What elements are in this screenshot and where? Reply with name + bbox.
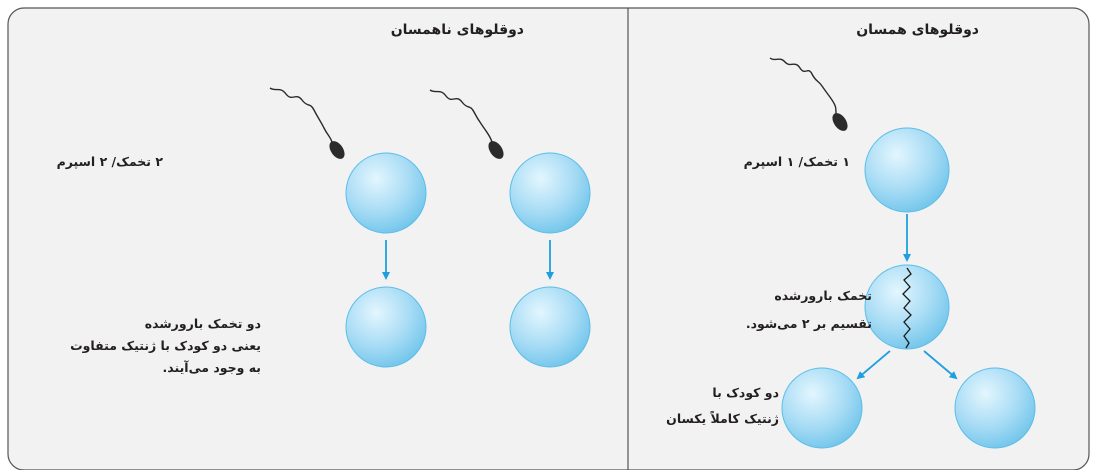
identical-twins-title: دوقلوهای همسان [856, 22, 979, 38]
diagram-panel [7, 7, 1090, 470]
fraternal-result-label-line2: یعنی دو کودک با ژنتیک متفاوت [70, 338, 261, 353]
identical-split-arrow-left [856, 350, 891, 380]
fraternal-egg-cell-right [509, 152, 591, 234]
fertilized-egg-label-line1: تخمک بارورشده [774, 288, 872, 303]
fraternal-egg-cell-left [345, 152, 427, 234]
identical-sperm [769, 57, 848, 131]
fraternal-result-label-line3: به وجود می‌آیند. [162, 360, 261, 375]
cell-split-line [902, 267, 912, 349]
fraternal-result-label-line1: دو تخمک بارورشده [144, 316, 261, 331]
identical-twin-cell-left [781, 367, 863, 449]
fraternal-result-label: دو تخمک بارورشده یعنی دو کودک با ژنتیک م… [70, 313, 261, 379]
fraternal-egg-sperm-label: ۲ تخمک/ ۲ اسپرم [56, 154, 163, 169]
fraternal-twins-title: دوقلوهای ناهمسان [390, 22, 524, 38]
identical-egg-cell [864, 127, 950, 213]
identical-fertilized-egg-cell [864, 264, 950, 350]
identical-split-arrow-right [923, 350, 958, 380]
fertilized-egg-label: تخمک بارورشده تقسیم بر ۲ می‌شود. [746, 285, 872, 335]
fraternal-sperm-left [269, 87, 345, 159]
identical-egg-sperm-label: ۱ تخمک/ ۱ اسپرم [743, 154, 850, 169]
fraternal-sperm-right [429, 89, 504, 159]
identical-children-label-line2: ژنتیک کاملاً یکسان [666, 411, 779, 426]
fraternal-fertilized-cell-left [345, 286, 427, 368]
identical-children-label: دو کودک با ژنتیک کاملاً یکسان [666, 382, 779, 430]
fraternal-fertilized-cell-right [509, 286, 591, 368]
fertilized-egg-label-line2: تقسیم بر ۲ می‌شود. [745, 316, 872, 331]
identical-children-label-line1: دو کودک با [712, 385, 779, 400]
identical-twin-cell-right [954, 367, 1036, 449]
